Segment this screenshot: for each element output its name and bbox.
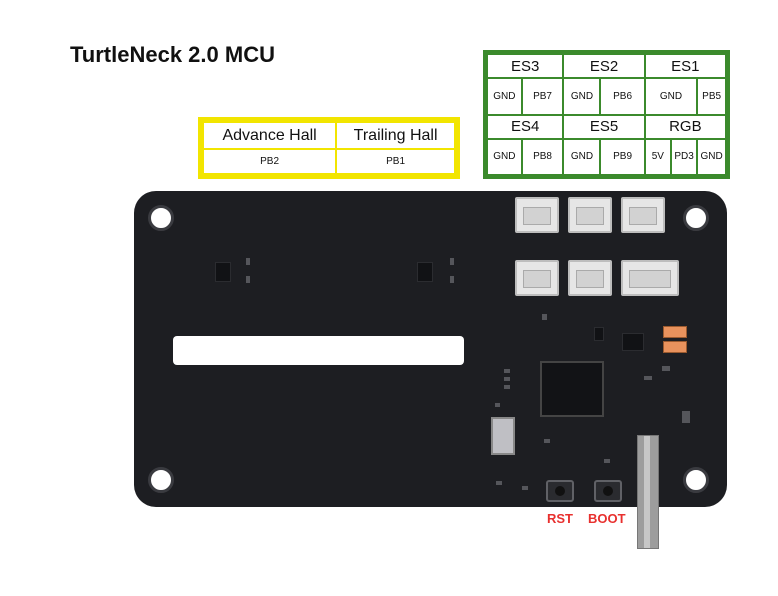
smd-component (504, 369, 510, 373)
smd-component (495, 403, 500, 407)
trailing-hall-header: Trailing Hall (335, 121, 456, 150)
reset-button[interactable] (546, 480, 574, 502)
smd-component (544, 439, 550, 443)
page-title: TurtleNeck 2.0 MCU (70, 42, 275, 67)
smd-component (604, 459, 610, 463)
advance-hall-sensor (215, 262, 231, 282)
es5-pin: PB9 (599, 137, 646, 176)
smd-component (682, 411, 690, 423)
sensor-lever (637, 435, 659, 549)
es4-header: ES4 (485, 113, 565, 140)
boot-button[interactable] (594, 480, 622, 502)
es5-gnd: GND (562, 137, 602, 176)
smd-component (644, 376, 652, 380)
es4-pin: PB8 (520, 137, 565, 176)
regulator-chip (622, 333, 644, 351)
es1-pin: PB5 (696, 77, 727, 116)
es3-connector (515, 197, 559, 233)
es2-pin: PB6 (599, 77, 646, 116)
es3-gnd: GND (486, 77, 523, 116)
mounting-hole (148, 205, 174, 231)
es2-connector (568, 197, 612, 233)
endstop-pin-table: ES3 ES2 ES1 GND PB7 GND PB6 GND PB5 ES4 … (483, 50, 730, 179)
es3-pin: PB7 (520, 77, 565, 116)
mounting-hole (683, 467, 709, 493)
mcu-chip (540, 361, 604, 417)
fuse-component (663, 326, 687, 338)
rgb-gnd: GND (696, 137, 727, 176)
es5-connector (568, 260, 612, 296)
advance-hall-pin: PB2 (201, 148, 338, 175)
board-slot (173, 336, 464, 365)
pcb-board (134, 191, 727, 507)
es1-header: ES1 (643, 53, 728, 79)
small-chip (594, 327, 604, 341)
smd-component (450, 276, 454, 283)
es5-header: ES5 (562, 113, 646, 140)
rgb-header: RGB (643, 113, 728, 140)
es1-connector (621, 197, 665, 233)
rgb-data: PD3 (669, 137, 699, 176)
smd-component (522, 486, 528, 490)
mounting-hole (148, 467, 174, 493)
fuse-component (663, 341, 687, 353)
rgb-5v: 5V (643, 137, 672, 176)
advance-hall-header: Advance Hall (201, 121, 338, 150)
smd-component (246, 276, 250, 283)
smd-component (542, 314, 547, 320)
rst-label: RST (547, 511, 573, 526)
es4-connector (515, 260, 559, 296)
es3-header: ES3 (485, 53, 565, 79)
smd-component (662, 366, 670, 371)
es2-header: ES2 (562, 53, 646, 79)
crystal-oscillator (491, 417, 515, 455)
smd-component (504, 385, 510, 389)
hall-sensor-table: Advance Hall Trailing Hall PB2 PB1 (198, 117, 460, 179)
mounting-hole (683, 205, 709, 231)
es4-gnd: GND (486, 137, 523, 176)
smd-component (504, 377, 510, 381)
smd-component (450, 258, 454, 265)
trailing-hall-pin: PB1 (335, 148, 456, 175)
es2-gnd: GND (562, 77, 602, 116)
rgb-connector (621, 260, 679, 296)
smd-component (496, 481, 502, 485)
trailing-hall-sensor (417, 262, 433, 282)
es1-gnd: GND (643, 77, 699, 116)
smd-component (246, 258, 250, 265)
boot-label: BOOT (588, 511, 626, 526)
